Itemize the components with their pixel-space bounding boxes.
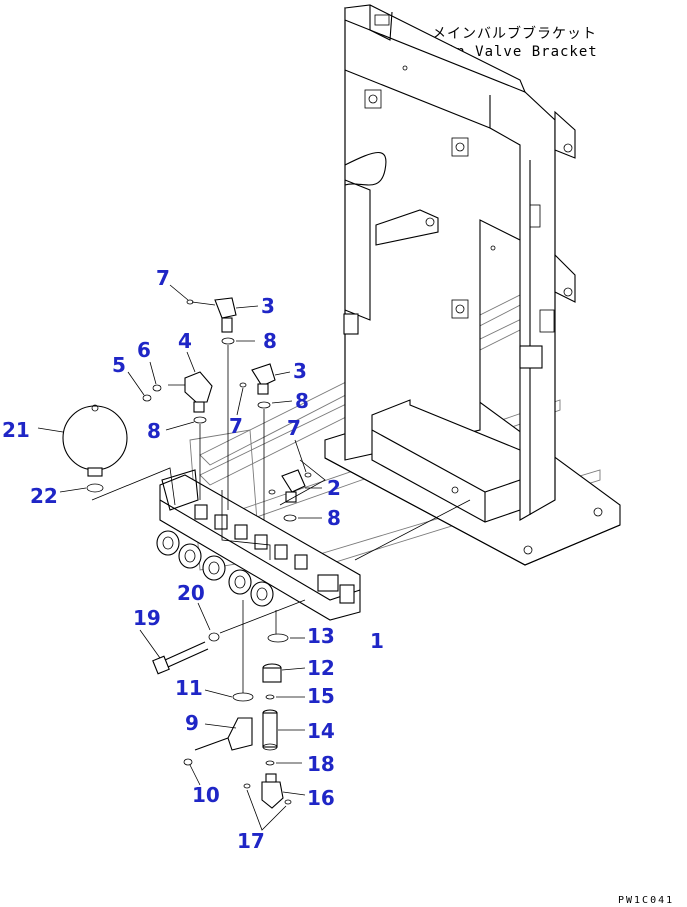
lower-fittings [183,600,306,831]
accumulator [37,404,128,493]
bolt-and-washer [139,599,306,675]
callout-5: 5 [112,353,126,377]
callout-22: 22 [30,484,58,508]
callout-12: 12 [307,656,335,680]
callout-7-top: 7 [156,266,170,290]
callout-11: 11 [175,676,203,700]
callout-17: 17 [237,829,265,853]
callout-16: 16 [307,786,335,810]
callout-20: 20 [177,581,205,605]
callout-19: 19 [133,606,161,630]
accumulator-hose [91,467,176,506]
callout-14: 14 [307,719,335,743]
callout-8-4: 8 [327,506,341,530]
callout-3-mid: 3 [293,359,307,383]
main-valve-bracket [324,4,621,566]
callout-2: 2 [327,476,341,500]
callout-1: 1 [370,629,384,653]
callout-15: 15 [307,684,335,708]
valve-fittings [194,504,355,604]
callout-8-2: 8 [147,419,161,443]
callout-18: 18 [307,752,335,776]
callout-7-mid-left: 7 [229,414,243,438]
upper-fittings [127,284,326,560]
callout-4: 4 [178,329,192,353]
callout-13: 13 [307,624,335,648]
callout-9: 9 [185,711,199,735]
callout-6: 6 [137,338,151,362]
callout-7-mid-right: 7 [287,416,301,440]
valve-assembly [156,469,361,621]
callout-3-top: 3 [261,294,275,318]
header-title-jp: メインバルブブラケット [432,25,597,42]
callout-8-1: 8 [263,329,277,353]
spool-caps [156,530,274,607]
drawing-code: PW1C041 [618,895,674,906]
callout-labels: 1 2 3 3 4 5 6 7 7 7 8 8 8 8 9 10 11 12 1… [2,266,384,853]
callout-21: 21 [2,418,30,442]
callout-10: 10 [192,783,220,807]
callout-8-3: 8 [295,389,309,413]
